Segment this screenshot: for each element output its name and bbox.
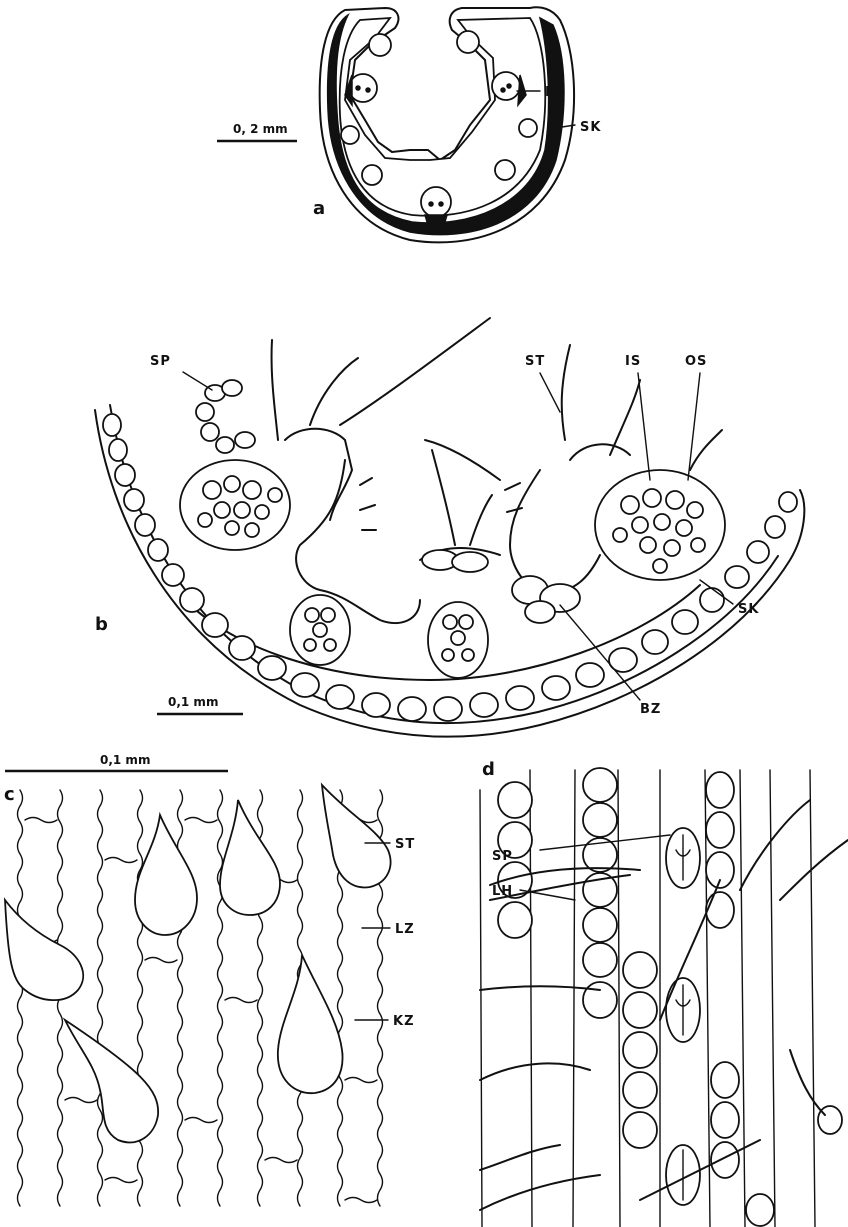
label-lb: LB [545, 85, 565, 100]
leaf-hairs [480, 800, 848, 1210]
label-bz: BZ [640, 702, 661, 717]
epidermal-cell-rows [480, 768, 842, 1227]
label-sp-d: SP [492, 849, 513, 864]
wavy-epidermal-cells [18, 790, 383, 1206]
label-sp-b: SP [150, 354, 171, 369]
lh-leader-line [520, 890, 575, 900]
leaf-cross-section-a [320, 7, 574, 242]
label-lh: LH [492, 884, 513, 899]
scale-label-a: 0, 2 mm [233, 122, 288, 136]
st-leader-line-b [540, 373, 560, 412]
scale-label-b: 0,1 mm [168, 695, 218, 709]
vascular-bundle-lower-left [290, 595, 350, 665]
label-os: OS [685, 354, 707, 369]
scale-label-c: 0,1 mm [100, 753, 150, 767]
label-sk-b: SK [738, 602, 759, 617]
label-kz: KZ [393, 1014, 415, 1029]
panel-b: SP ST IS OS SK BZ 0,1 mm b [95, 318, 804, 737]
panel-letter-b: b [95, 614, 108, 635]
leaf-cross-section-b [95, 318, 804, 737]
label-sk-a: SK [580, 120, 601, 135]
is-leader-line [638, 373, 650, 480]
vascular-bundle-lower-mid [428, 602, 488, 678]
panel-c: 0,1 mm c ST LZ [4, 753, 415, 1206]
panel-letter-a: a [313, 198, 325, 219]
label-st-b: ST [525, 354, 545, 369]
vascular-bundle-left [180, 460, 290, 550]
stomata [666, 828, 700, 1205]
panel-a: LB SK 0, 2 mm a [217, 7, 601, 242]
stomatal-hair-chain [196, 380, 255, 453]
panel-letter-c: c [4, 784, 15, 805]
vascular-bundle-right [595, 470, 725, 580]
panel-d: d [480, 759, 848, 1227]
label-lz: LZ [395, 922, 415, 937]
label-is: IS [625, 354, 641, 369]
sp-leader-line-b [183, 372, 212, 390]
label-st-c: ST [395, 837, 415, 852]
panel-letter-d: d [482, 759, 495, 780]
